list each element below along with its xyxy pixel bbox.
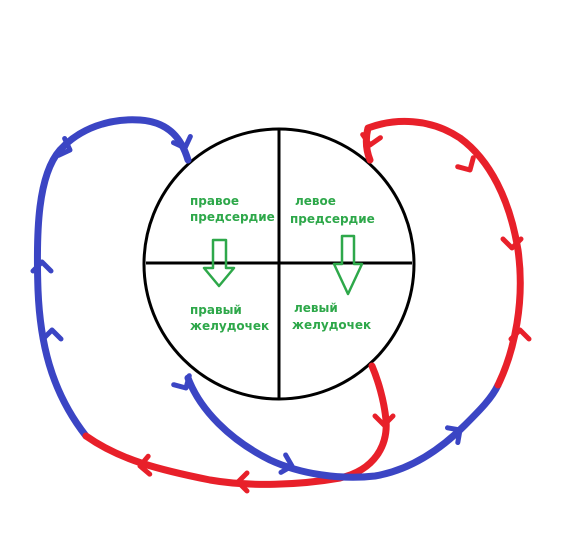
left-ventricle-label: левый желудочек (292, 301, 371, 332)
left-atrium-label: левое предсердие (290, 194, 375, 226)
vessel-inner-blue (184, 374, 502, 481)
flow-chevron-arterial-13 (360, 132, 383, 148)
left-ventricle-line-2: желудочек (292, 318, 371, 332)
flow-chevron-arterial-12 (455, 155, 476, 173)
vessel-right-red (362, 117, 524, 389)
flow-chevron-venous-3 (40, 327, 64, 342)
vessel-left-blue (33, 116, 192, 440)
left-ventricle-line-1: левый (294, 301, 338, 315)
flow-chevron-arterial-11 (508, 327, 532, 342)
right-atrium-label: правое предсердие (190, 194, 275, 224)
flow-chevron-venous-5 (278, 452, 295, 475)
right-atrium-line-1: правое (190, 194, 239, 208)
flow-chevron-arterial-8 (235, 470, 250, 494)
flow-chevron-arterial-10 (500, 236, 524, 251)
right-ventricle-line-2: желудочек (190, 319, 269, 333)
right-ventricle-label: правый желудочек (190, 303, 269, 333)
flow-chevron-arterial-9 (372, 413, 396, 428)
left-av-flow-arrow (332, 234, 364, 296)
vessel-bottom-red (82, 362, 390, 488)
right-ventricle-line-1: правый (190, 303, 242, 317)
flow-chevron-venous-6 (444, 425, 463, 446)
right-atrium-line-2: предсердие (190, 210, 275, 224)
flow-chevron-venous-1 (55, 135, 73, 158)
flow-chevron-venous-2 (30, 259, 54, 274)
flow-chevron-venous-4 (171, 373, 192, 391)
right-av-flow-arrow (202, 238, 236, 288)
left-atrium-line-2: предсердие (290, 212, 375, 226)
left-atrium-line-1: левое (295, 194, 336, 208)
flow-chevron-arterial-7 (137, 453, 153, 477)
flow-chevron-venous-0 (170, 133, 193, 151)
